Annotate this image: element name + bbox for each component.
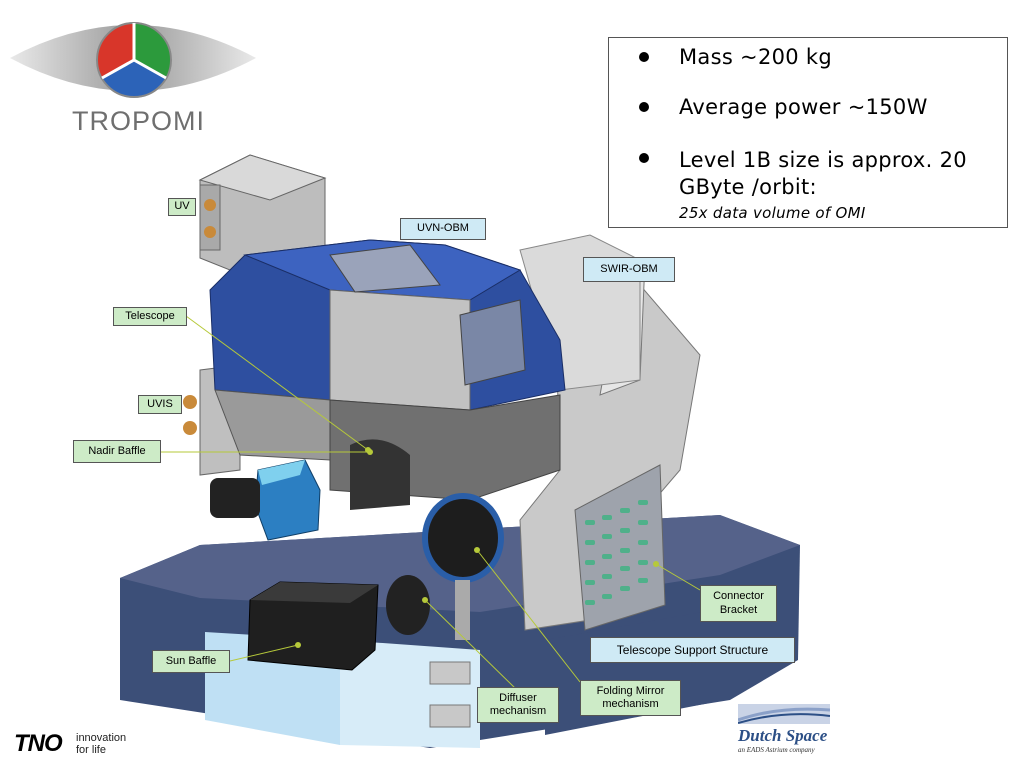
callout-connector-bracket: Connector Bracket (700, 585, 777, 622)
logo-title: TROPOMI (72, 106, 205, 136)
eye-emblem-icon (10, 22, 256, 98)
callout-sun-baffle: Sun Baffle (152, 650, 230, 673)
bullet-dot (639, 153, 649, 163)
callout-telescope: Telescope (113, 307, 187, 326)
dutch-space-swoosh-icon (738, 704, 830, 724)
tropomi-logo: TROPOMI (8, 10, 258, 140)
connector-label-line2: Bracket (719, 603, 758, 616)
spec-power: Average power ~150W (679, 95, 928, 119)
folding-mirror-label-line2: mechanism (602, 698, 659, 710)
diffuser-label-line2: mechanism (489, 705, 547, 717)
spec-mass: Mass ~200 kg (679, 45, 832, 69)
callout-diffuser-mechanism: Diffuser mechanism (477, 687, 559, 723)
dutch-space-logo: Dutch Space an EADS Astrium company (738, 704, 838, 759)
folding-mirror-label-line1: Folding Mirror (596, 684, 665, 697)
connector-label-line1: Connector (713, 590, 764, 603)
callout-nadir-baffle: Nadir Baffle (73, 440, 161, 463)
tno-tagline-2: for life (76, 744, 106, 756)
bullet-dot (639, 102, 649, 112)
dutch-space-sub: an EADS Astrium company (738, 746, 815, 754)
tno-logo: TNO innovation for life (14, 730, 154, 760)
diffuser-label-line1: Diffuser (499, 691, 537, 704)
bullet-dot (639, 52, 649, 62)
spec-data-size-line1: Level 1B size is approx. 20 (679, 148, 967, 172)
callout-uv: UV (168, 198, 196, 216)
callout-uvn-obm: UVN-OBM (400, 218, 486, 240)
specs-box: Mass ~200 kg Average power ~150W Level 1… (608, 37, 1008, 228)
spec-data-size-line2: GByte /orbit: (679, 175, 817, 199)
tno-wordmark: TNO (14, 730, 63, 757)
tno-tagline-1: innovation (76, 732, 127, 744)
callout-uvis: UVIS (138, 395, 182, 414)
callout-folding-mirror-mechanism: Folding Mirror mechanism (580, 680, 681, 716)
spec-data-note: 25x data volume of OMI (679, 204, 866, 222)
callout-telescope-support-structure: Telescope Support Structure (590, 637, 795, 663)
dutch-space-name: Dutch Space (738, 726, 828, 745)
callout-swir-obm: SWIR-OBM (583, 257, 675, 282)
